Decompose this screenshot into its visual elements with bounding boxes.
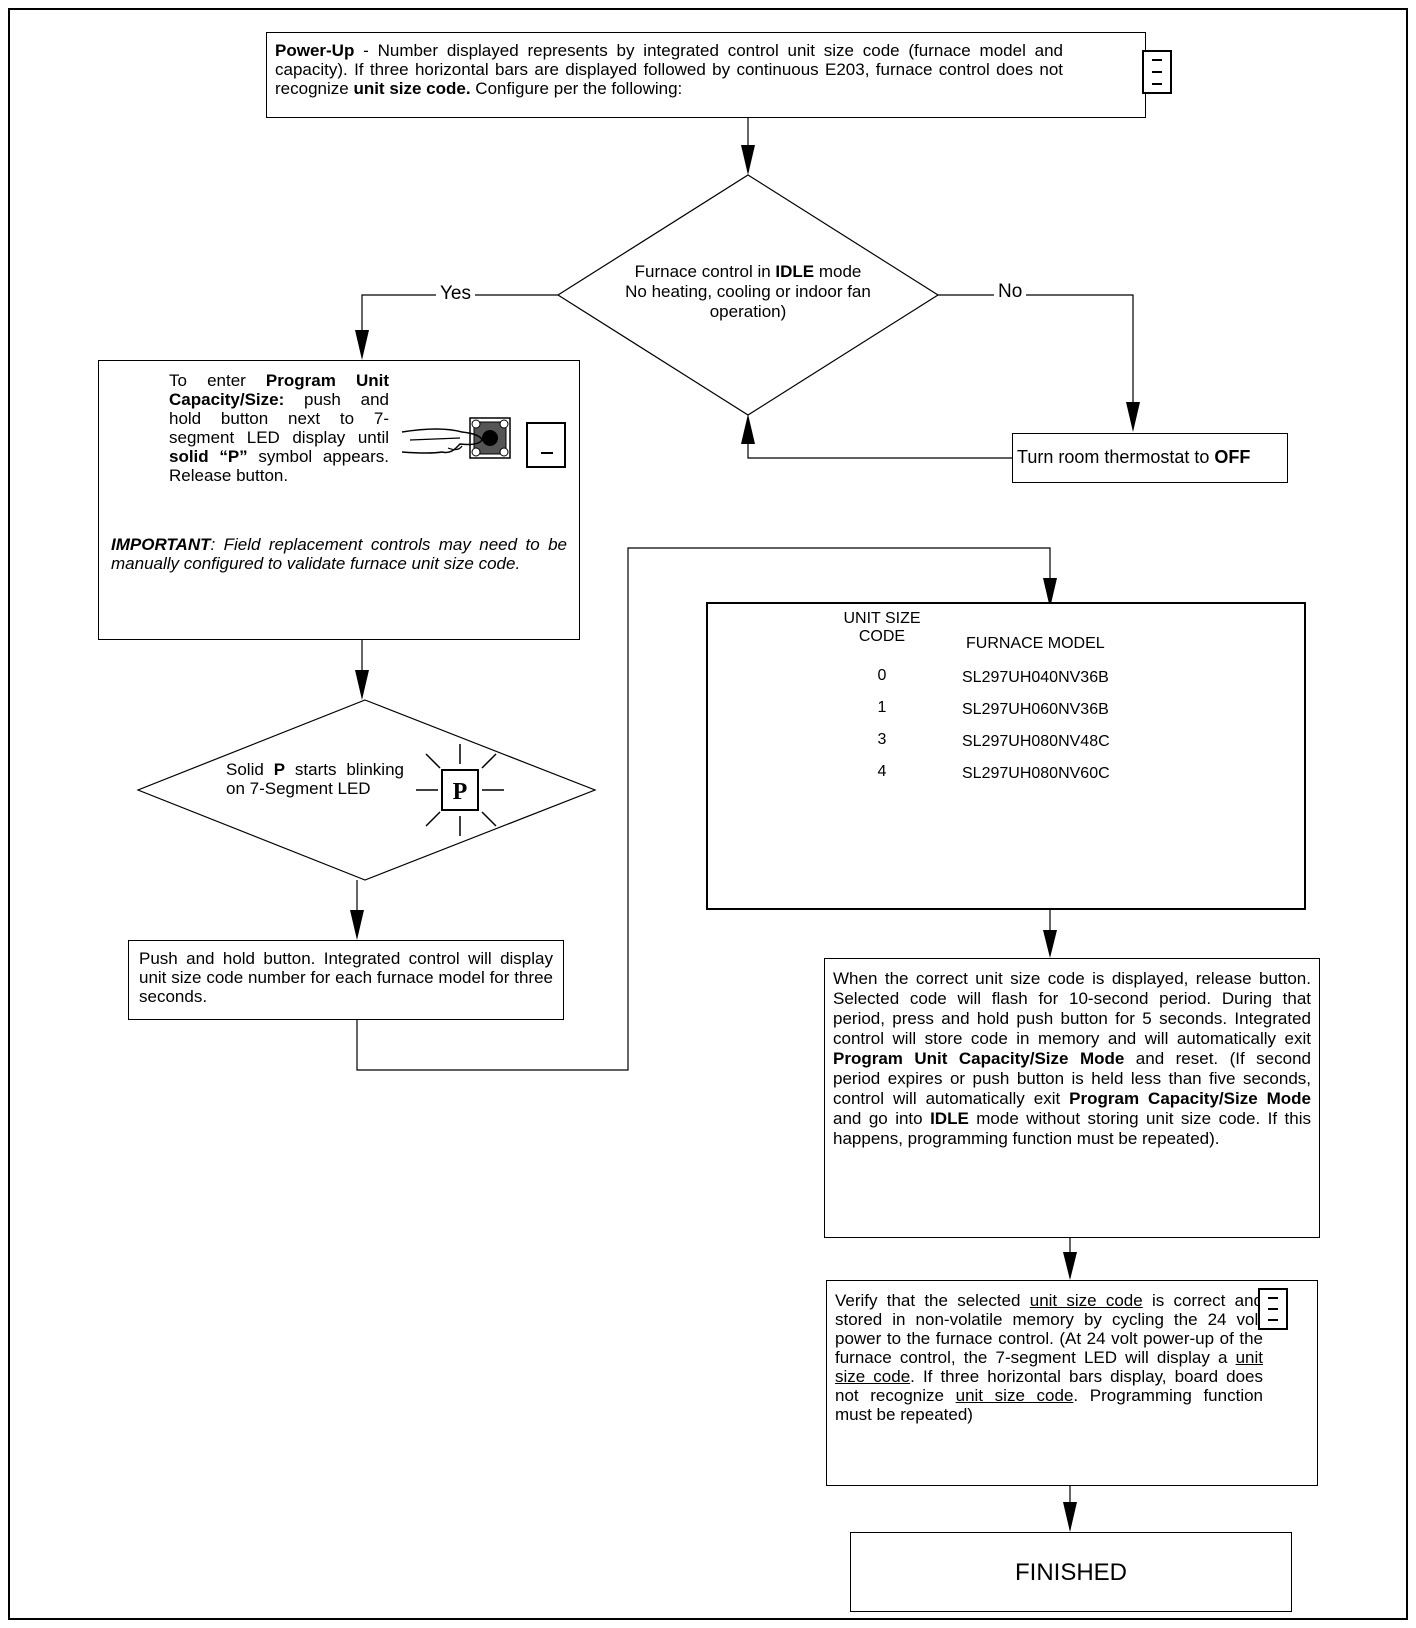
power-up-box: Power-Up - Number displayed represents b… [266,32,1146,118]
power-up-text-end: Configure per the following: [470,79,683,98]
verify-text-3: . If three horizontal bars display, boar… [835,1367,1263,1405]
important-label: IMPORTANT [111,535,211,554]
thermostat-box: Turn room thermostat to OFF [1012,433,1288,483]
program-bold: Program Unit Capacity/Size: [169,371,389,409]
led-three-bars-icon [1142,50,1172,94]
program-text-3: symbol appears. Release button. [169,447,389,485]
blink-bold: P [273,760,286,779]
verify-text-2: is correct and stored in non-volatile me… [835,1291,1264,1367]
blink-decision-text: Solid P starts blinking on 7-Segment LED [226,760,404,798]
table-header-code: UNIT SIZE CODE [843,610,921,645]
verify-underline-1: unit size code [1029,1291,1143,1310]
verify-underline-2: unit size code [835,1348,1263,1386]
unit-size-table-box: UNIT SIZE CODE FURNACE MODEL 0 SL297UH04… [706,602,1306,910]
release-text-3: and go into [833,1109,931,1128]
program-text: To enter [169,371,266,390]
thermostat-text: Turn room thermostat to [1017,447,1215,467]
blinking-p-led-icon: P [416,744,504,836]
program-bold-2: solid “P” [169,447,248,466]
important-note: IMPORTANT: Field replacement controls ma… [111,535,567,573]
arrowhead [350,910,364,940]
table-row: 1 [877,699,887,716]
idle-decision-text: Furnace control in IDLE mode No heating,… [598,262,898,322]
verify-text-1: Verify that the selected [835,1291,1030,1310]
no-label: No [994,281,1027,303]
finished-box: FINISHED [850,1532,1292,1612]
idle-line1-end: mode [814,262,862,281]
release-bold-2: Program Capacity/Size Mode [1069,1089,1311,1108]
push-hold-text: Push and hold button. Integrated control… [139,949,553,1006]
release-instructions-box: When the correct unit size code is displ… [824,958,1320,1238]
release-text-2: and reset. (If second period expires or … [833,1049,1311,1108]
led-single-bar-icon [526,422,566,468]
important-text: : Field replacement controls may need to… [111,535,567,573]
program-text-2: push and hold button next to 7-segment L… [169,390,389,447]
idle-bold: IDLE [775,262,815,281]
program-instructions: To enter Program Unit Capacity/Size: pus… [169,371,389,531]
led-p-letter: P [453,779,468,805]
release-text-4: mode without storing unit size code. If … [833,1109,1311,1148]
table-row: SL297UH080NV48C [962,733,1110,750]
table-row: 0 [877,667,887,684]
idle-line3: operation) [709,302,787,321]
led-three-bars-icon [1258,1288,1288,1330]
thermostat-bold: OFF [1214,447,1251,467]
arrowhead [355,330,369,360]
arrowhead [741,414,755,444]
release-bold: Program Unit Capacity/Size Mode [833,1049,1125,1068]
table-row: 3 [877,731,887,748]
power-up-title: Power-Up [275,41,355,60]
idle-line1: Furnace control in [634,262,776,281]
hand-pressing-button-icon [401,417,511,459]
push-hold-box: Push and hold button. Integrated control… [128,940,564,1020]
arrowhead [1043,930,1057,958]
diagram-frame [8,8,1408,1620]
power-up-bold: unit size code. [353,79,471,98]
table-header-model: FURNACE MODEL [966,635,1105,652]
table-row: SL297UH040NV36B [962,669,1109,686]
idle-line2: No heating, cooling or indoor fan [625,282,871,301]
blink-decision-diamond [136,699,597,881]
yes-label: Yes [436,283,475,305]
arrowhead [741,145,755,175]
no-connector [938,294,1134,428]
arrowhead [1063,1502,1077,1532]
arrowhead [1126,402,1140,432]
table-row: SL297UH060NV36B [962,701,1109,718]
blink-text-2: starts blinking on 7-Segment LED [226,760,404,798]
thermostat-return-connector [747,418,1012,459]
push-to-table-connector [356,547,1051,1071]
arrowhead [355,670,369,700]
power-up-text: - Number displayed represents by integra… [275,41,1063,98]
blink-text: Solid [226,760,274,779]
finished-label: FINISHED [1014,1559,1127,1586]
table-row: 4 [877,763,887,780]
table-row: SL297UH080NV60C [962,765,1110,782]
release-text: When the correct unit size code is displ… [833,969,1311,1048]
verify-text: Verify that the selected unit size code … [835,1291,1263,1424]
release-bold-3: IDLE [930,1109,969,1128]
verify-underline-3: unit size code [955,1386,1074,1405]
verify-text-4: . Programming function must be repeated) [835,1386,1263,1424]
arrowhead [1043,578,1057,608]
arrowhead [1063,1252,1077,1280]
verify-box: Verify that the selected unit size code … [826,1280,1318,1486]
program-entry-box: To enter Program Unit Capacity/Size: pus… [98,360,580,640]
